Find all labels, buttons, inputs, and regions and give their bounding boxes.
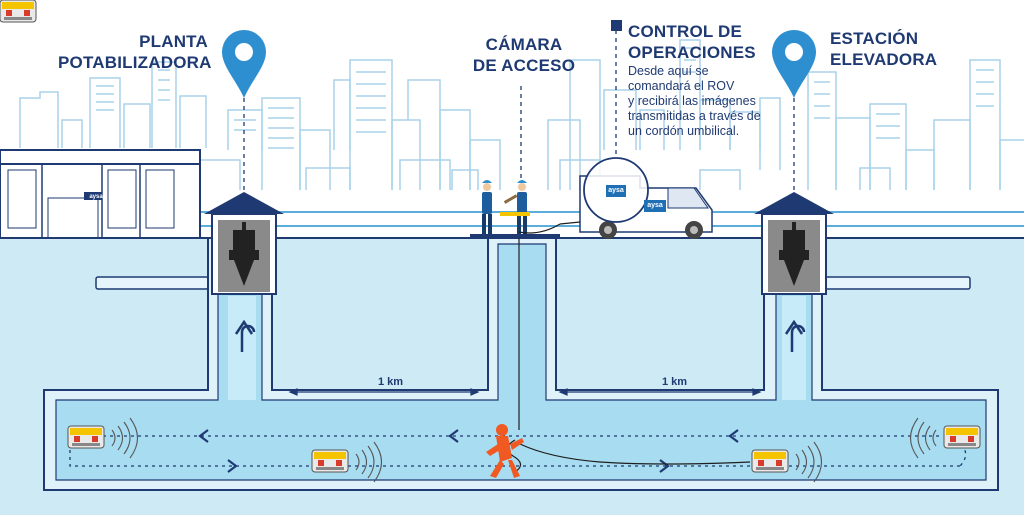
plant-label-line2-wrap: POTABILIZADORA [58, 52, 212, 73]
van-side-logo: aysa [644, 200, 666, 212]
map-marker-icon [222, 30, 266, 98]
leader-lines [243, 30, 795, 192]
rov-unit-3 [751, 449, 789, 473]
van-logo: aysa [606, 185, 626, 197]
distance-label-left: 1 km [378, 376, 404, 388]
rov-unit-2 [311, 449, 349, 473]
plant-shaft-house [204, 192, 284, 295]
distance-markers [288, 388, 762, 396]
plant-label: PLANTA [128, 31, 208, 52]
control-description-line: comandará el ROV [628, 79, 735, 93]
plant-logo: aysa [89, 194, 103, 200]
control-description-line: un cordón umbilical. [628, 124, 740, 138]
map-marker-icon [772, 30, 816, 98]
control-marker-square [611, 20, 622, 31]
sonar-waves [111, 417, 937, 483]
station-shaft-house [754, 192, 834, 295]
control-label-line2: OPERACIONES [628, 43, 756, 62]
chamber-label-line2: DE ACCESO [472, 56, 576, 75]
distance-label-right: 1 km [662, 376, 688, 388]
workers [482, 180, 530, 234]
up-arrow-icon [234, 319, 806, 352]
control-description-line: y recibirá las imágenes [628, 94, 756, 108]
chamber-label: CÁMARA DE ACCESO [468, 34, 580, 76]
diver-figure [486, 424, 524, 478]
plant-label-line2: POTABILIZADORA [58, 53, 212, 72]
arrow-icon [198, 429, 739, 473]
chamber-platform [470, 234, 560, 238]
station-label: ESTACIÓN ELEVADORA [830, 28, 937, 70]
plant-label-line1: PLANTA [139, 32, 208, 51]
rov-unit-1 [67, 425, 105, 449]
control-description-line: transmitidas a través de [628, 109, 761, 123]
control-label-line1: CONTROL DE [628, 22, 743, 41]
tunnel-system [43, 237, 999, 491]
rov-unit-4 [943, 425, 981, 449]
chamber-label-line1: CÁMARA [485, 35, 563, 54]
station-label-line1: ESTACIÓN [830, 29, 919, 48]
control-label: CONTROL DE OPERACIONES [628, 21, 756, 63]
control-description-line: Desde aquí se [628, 64, 709, 78]
rov-unit [0, 0, 37, 23]
station-label-line2: ELEVADORA [830, 50, 938, 69]
control-description: Desde aquí se comandará el ROV y recibir… [628, 64, 761, 139]
